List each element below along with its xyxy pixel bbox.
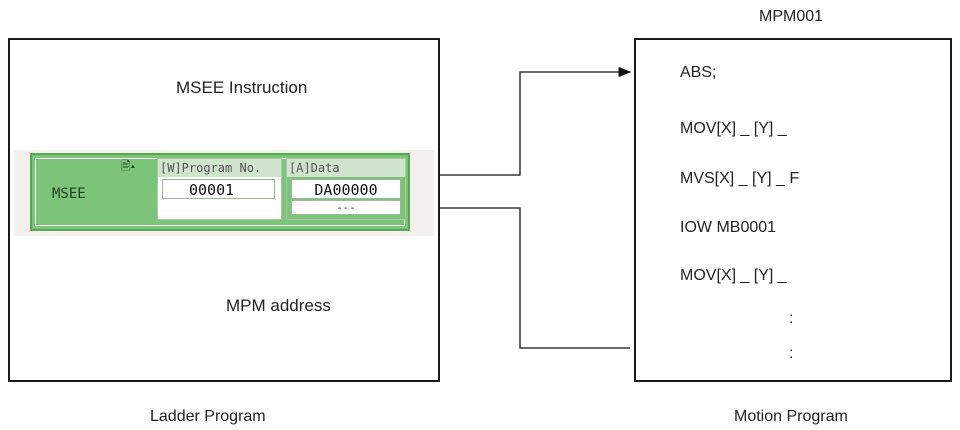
program-number-header: [W]Program No.	[158, 159, 281, 177]
continuation-dots-1: :	[789, 310, 794, 327]
data-header: [A]Data	[287, 159, 405, 177]
program-line-2: MOV[X] _ [Y] _	[680, 120, 787, 137]
program-line-4: IOW MB0001	[680, 219, 777, 236]
data-sub-value: ---	[291, 200, 401, 215]
instruction-mnemonic: MSEE	[52, 186, 86, 202]
program-line-1: ABS;	[680, 64, 717, 81]
arrow-to-motion-program	[410, 66, 632, 176]
mpm-address-label: MPM address	[226, 296, 331, 315]
program-line-5: MOV[X] _ [Y] _	[680, 267, 787, 284]
motion-program-caption: Motion Program	[734, 408, 848, 425]
data-field[interactable]: [A]Data DA00000 ---	[286, 158, 406, 220]
motion-program-title: MPM001	[759, 8, 824, 25]
data-value[interactable]: DA00000	[291, 179, 401, 199]
motion-program-box	[634, 38, 952, 382]
instruction-title: MSEE Instruction	[176, 78, 308, 97]
program-number-field[interactable]: [W]Program No. 00001	[157, 158, 282, 220]
arrow-from-motion-program	[412, 202, 630, 349]
continuation-dots-2: :	[789, 345, 794, 362]
ladder-program-caption: Ladder Program	[150, 408, 266, 425]
program-line-3: MVS[X] _ [Y] _ F	[680, 170, 800, 187]
document-icon: 🖹▴	[121, 159, 136, 173]
program-number-value[interactable]: 00001	[162, 179, 275, 199]
